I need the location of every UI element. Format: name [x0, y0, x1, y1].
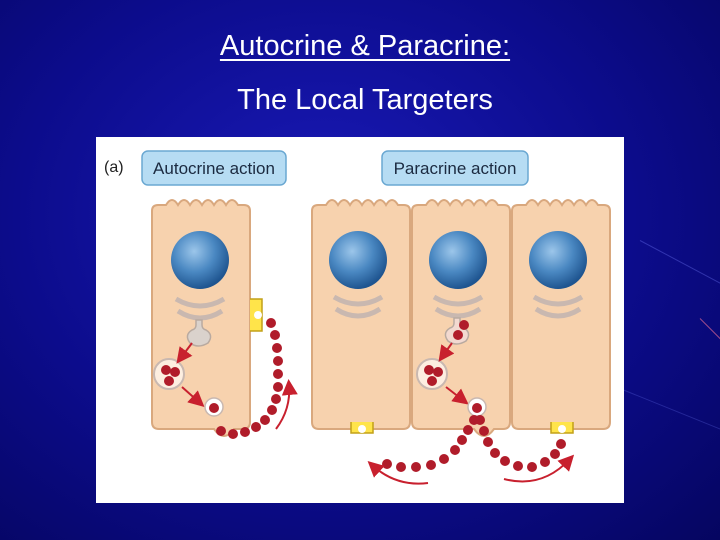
receptor-site [358, 425, 366, 433]
golgi [432, 294, 484, 307]
messenger-molecule [453, 330, 463, 340]
autocrine-label: Autocrine action [153, 159, 275, 178]
messenger-molecule [459, 320, 469, 330]
autocrine-label-box [141, 150, 287, 186]
autocrine-messenger-trail [216, 318, 298, 439]
diffusion-arrow [367, 460, 429, 485]
golgi [176, 308, 224, 321]
signaling-figure: (a) Autocrine action Paracrine action [96, 137, 624, 503]
messenger-molecule [209, 403, 219, 413]
background-streak [639, 240, 720, 293]
messenger-molecule [433, 367, 443, 377]
messenger-molecule [427, 376, 437, 386]
messenger-molecule [164, 376, 174, 386]
transport-arrow [176, 342, 193, 364]
messenger-molecule [424, 365, 434, 375]
golgi [332, 294, 384, 307]
background-streak [699, 318, 720, 348]
messenger-molecule [170, 367, 180, 377]
golgi [434, 306, 482, 319]
receptor-site [254, 311, 262, 319]
paracrine-label-box [381, 150, 529, 186]
paracrine-cell-1 [311, 199, 411, 434]
diffusion-arrow [275, 379, 298, 430]
nucleus [329, 231, 387, 289]
receptor-site [558, 425, 566, 433]
golgi [534, 306, 582, 319]
paracrine-messenger-trail-left [367, 415, 479, 485]
autocrine-paracrine-diagram: (a) Autocrine action Paracrine action [104, 150, 611, 485]
transport-arrow [438, 342, 455, 362]
nucleus [171, 231, 229, 289]
transport-arrow [445, 386, 469, 405]
golgi [532, 294, 584, 307]
slide-title: Autocrine & Paracrine: [219, 30, 511, 62]
messenger-molecule [161, 365, 171, 375]
nucleus [529, 231, 587, 289]
transport-arrow [181, 386, 205, 407]
vesicle-budding [186, 319, 212, 347]
autocrine-cell [151, 199, 263, 437]
golgi [334, 306, 382, 319]
panel-label: (a) [104, 159, 124, 176]
diffusion-arrow [503, 454, 575, 483]
messenger-molecule [472, 403, 482, 413]
nucleus [429, 231, 487, 289]
paracrine-cell-3 [511, 199, 611, 434]
paracrine-cell-2 [411, 199, 511, 437]
slide-subtitle: The Local Targeters [237, 84, 493, 116]
paracrine-messenger-trail-right [475, 415, 575, 483]
paracrine-label: Paracrine action [394, 159, 517, 178]
golgi [174, 296, 226, 309]
